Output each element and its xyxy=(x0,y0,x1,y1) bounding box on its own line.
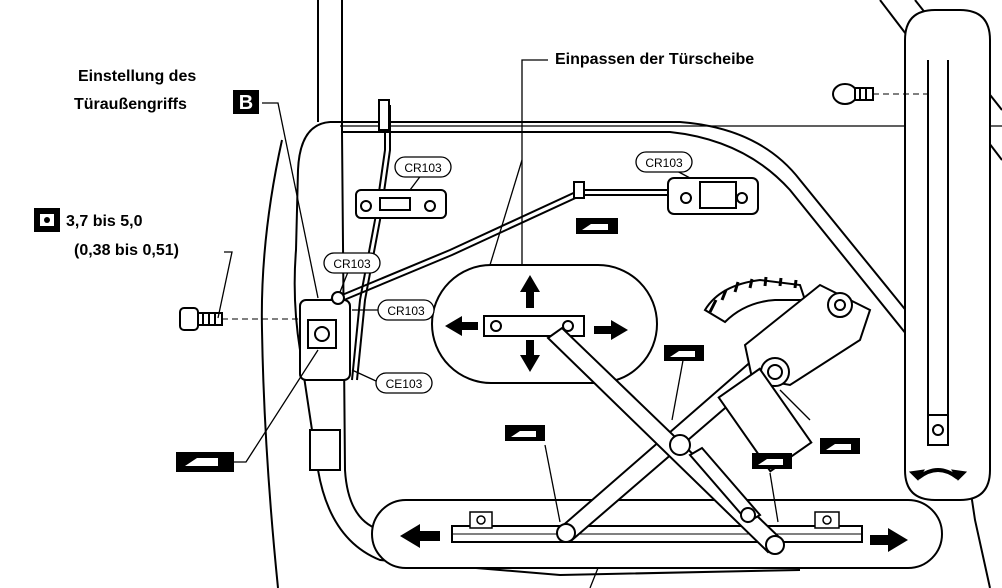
lubricant-icon xyxy=(664,345,704,361)
torque-value-alt: (0,38 bis 0,51) xyxy=(74,242,179,259)
screw-icon xyxy=(832,83,874,105)
arrow-left-icon xyxy=(445,316,478,336)
bolt-icon xyxy=(179,307,223,331)
adjust-handle-title-line1: Einstellung des xyxy=(78,68,196,85)
lubricant-icon xyxy=(820,438,860,454)
svg-text:CR103: CR103 xyxy=(333,257,371,271)
glass-fit-title: Einpassen der Türscheibe xyxy=(555,51,754,68)
adjust-handle-title-line2: Türaußengriffs xyxy=(74,96,187,113)
arrow-left-icon xyxy=(400,524,440,548)
leader-lines xyxy=(217,59,811,588)
control-rods xyxy=(329,99,690,381)
svg-text:CR103: CR103 xyxy=(645,156,683,170)
torque-value: 3,7 bis 5,0 xyxy=(66,213,143,230)
lubricant-icon xyxy=(752,453,792,469)
rear-glass-channel xyxy=(904,9,991,501)
arrow-up-icon xyxy=(520,275,540,308)
callout-cr103-top-right: CR103 xyxy=(635,151,693,173)
arrow-right-icon xyxy=(870,528,908,552)
svg-text:CR103: CR103 xyxy=(387,304,425,318)
glass-fit-oval xyxy=(431,264,658,384)
window-regulator-x-arm xyxy=(546,276,872,555)
svg-text:B: B xyxy=(239,92,253,114)
lock-unit xyxy=(355,189,447,219)
callout-cr103-rod: CR103 xyxy=(323,252,381,274)
arrow-down-icon xyxy=(520,340,540,372)
torque-wrench-icon xyxy=(34,208,60,232)
inner-handle-unit xyxy=(667,177,759,215)
arrow-right-icon xyxy=(594,320,628,340)
callout-cr103-top-left: CR103 xyxy=(394,156,452,178)
svg-text:CR103: CR103 xyxy=(404,161,442,175)
badge-b: B xyxy=(233,90,259,114)
svg-text:CE103: CE103 xyxy=(386,377,423,391)
lubricant-icon xyxy=(576,218,618,234)
lubricant-icon xyxy=(176,452,234,472)
callout-ce103: CE103 xyxy=(375,372,433,394)
lubricant-icon xyxy=(505,425,545,441)
door-latch-assembly xyxy=(299,291,351,471)
regulator-rail-oval xyxy=(371,499,943,569)
rotate-arrow-icon xyxy=(908,468,968,481)
callout-cr103-latch: CR103 xyxy=(377,299,435,321)
